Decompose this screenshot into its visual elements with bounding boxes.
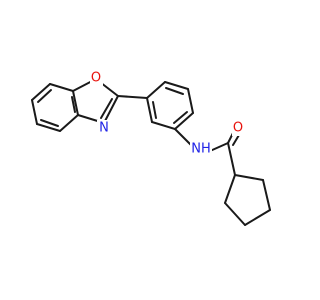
- double-bond-inner: [100, 98, 113, 119]
- ring-oxygen-label: O: [91, 71, 101, 86]
- phenyl-ring: [146, 81, 194, 130]
- atom-ring-oxygen: O: [90, 70, 103, 86]
- bond: [146, 81, 166, 99]
- bond: [151, 121, 176, 130]
- bond: [224, 202, 246, 226]
- carbonyl-oxygen-label: O: [233, 121, 243, 136]
- double-bond-inner: [152, 101, 157, 119]
- atom-amide-nitrogen: NH: [190, 141, 212, 157]
- ring-nitrogen-label: N: [99, 121, 109, 136]
- bond: [227, 142, 236, 176]
- bond: [31, 99, 38, 125]
- bond: [187, 88, 194, 114]
- amide-nitrogen-label: NH: [191, 142, 211, 157]
- bond: [36, 123, 61, 132]
- benzoxazole-benzene-ring: [31, 83, 79, 132]
- double-bond-inner: [37, 89, 52, 103]
- bond: [209, 142, 229, 152]
- bond: [174, 112, 194, 130]
- double-bond-inner: [40, 119, 59, 127]
- molecule-structure-diagram: O N NH O: [31, 70, 271, 226]
- bond: [59, 114, 79, 132]
- double-bond-inner: [71, 96, 76, 113]
- cyclopentane-ring: [224, 174, 271, 226]
- double-bond-inner: [165, 87, 184, 95]
- bond: [31, 83, 51, 101]
- bond: [164, 81, 189, 90]
- bond: [103, 95, 119, 124]
- bond: [72, 90, 79, 116]
- atom-carbonyl-oxygen: O: [232, 120, 245, 136]
- bond: [117, 95, 148, 99]
- bond: [262, 179, 271, 211]
- bond: [146, 97, 153, 123]
- bond: [224, 174, 236, 204]
- bond: [234, 174, 264, 181]
- bond: [49, 83, 74, 92]
- carbonyl-double-bond: [232, 134, 240, 146]
- atom-ring-nitrogen: N: [97, 120, 110, 136]
- double-bond-inner: [173, 111, 188, 124]
- bond: [244, 209, 271, 226]
